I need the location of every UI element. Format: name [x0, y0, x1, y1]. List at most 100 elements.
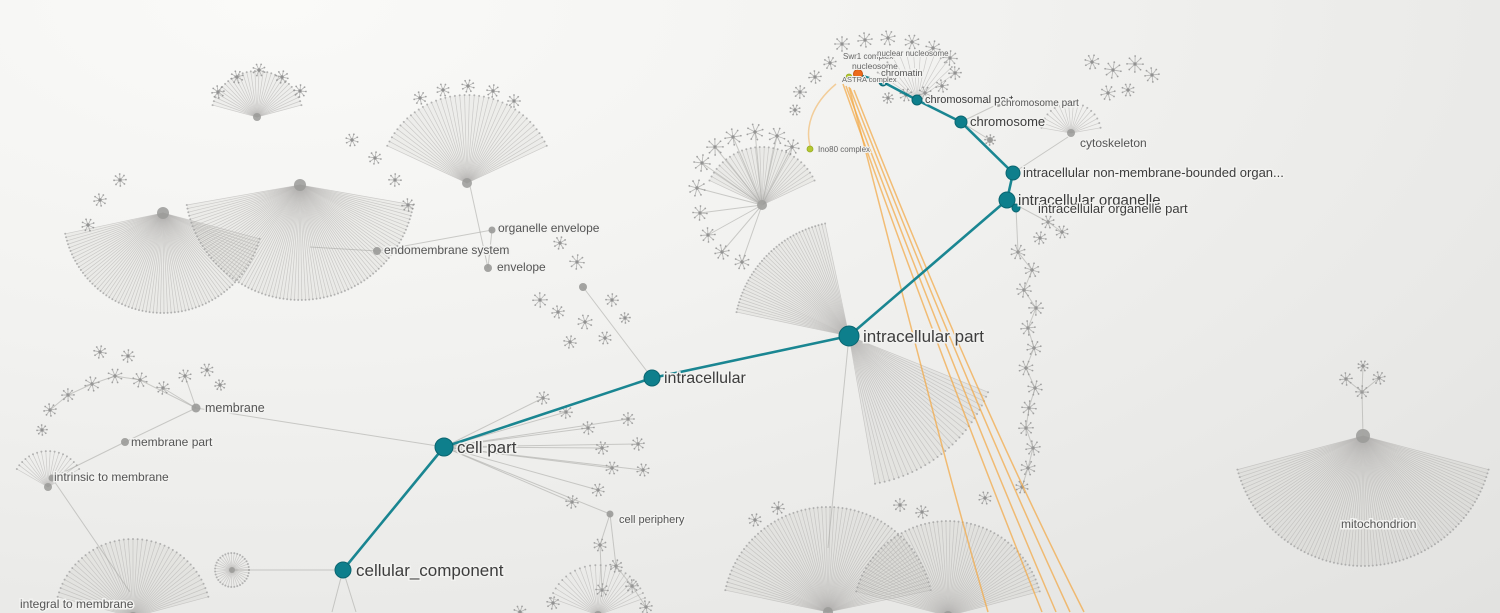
fan-cluster — [550, 564, 646, 613]
go-node-minor[interactable] — [484, 264, 492, 272]
graph-edge — [699, 204, 763, 214]
star-burst — [1100, 85, 1116, 101]
graph-edge — [707, 204, 763, 236]
star-burst — [563, 335, 577, 349]
graph-edge — [162, 387, 197, 409]
fan-cluster — [211, 70, 303, 121]
fan-cluster — [855, 520, 1041, 613]
path-edge — [915, 98, 963, 124]
star-burst — [834, 36, 850, 52]
go-node-intracellular-nmb-organelle[interactable] — [1005, 165, 1021, 181]
star-burst — [904, 34, 920, 50]
go-node-minor[interactable] — [488, 226, 496, 234]
graph-edge — [184, 375, 197, 409]
graph-edge — [1025, 407, 1030, 429]
star-burst — [1104, 61, 1122, 79]
graph-edge — [1023, 289, 1037, 309]
graph-edge — [195, 407, 445, 448]
star-burst — [935, 79, 949, 93]
orange-edge — [853, 89, 1085, 613]
star-burst — [132, 372, 148, 388]
label-cell-part: cell part — [457, 438, 517, 457]
star-burst — [368, 151, 382, 165]
star-burst — [214, 379, 226, 391]
star-burst — [591, 483, 605, 497]
go-node-complex[interactable] — [845, 73, 853, 81]
graph-edge — [443, 418, 629, 448]
go-node-cell-part[interactable] — [434, 437, 454, 457]
star-burst — [1126, 55, 1144, 73]
fan-cluster — [185, 179, 415, 301]
star-burst — [880, 30, 896, 46]
fan-cluster — [735, 222, 850, 337]
go-node-chromosome[interactable] — [954, 115, 968, 129]
term-label: integral to membrane — [20, 597, 134, 611]
graph-edge — [599, 544, 603, 591]
label-cellular-component: cellular_component — [356, 561, 504, 580]
star-burst — [546, 596, 560, 610]
graph-edge — [469, 185, 489, 269]
star-burst — [200, 363, 214, 377]
star-burst — [882, 92, 894, 104]
graph-edge — [443, 446, 573, 503]
path-edge — [959, 120, 1015, 175]
star-burst — [507, 94, 521, 108]
go-node-minor[interactable] — [191, 403, 201, 413]
graph-edge — [1028, 387, 1036, 409]
go-node-minor[interactable] — [987, 137, 993, 143]
go-node-intracellular-organelle-part[interactable] — [1011, 203, 1021, 213]
graph-edge — [827, 335, 850, 549]
graph-edge — [1025, 427, 1034, 449]
graph-edge — [124, 407, 197, 443]
star-burst — [230, 70, 244, 84]
star-burst — [693, 154, 711, 172]
fan-cluster — [1236, 429, 1490, 567]
go-node-minor[interactable] — [121, 438, 129, 446]
star-burst — [857, 32, 873, 48]
go-node-chromatin-junction[interactable] — [878, 77, 888, 87]
star-burst — [93, 193, 107, 207]
graph-edge — [443, 397, 544, 448]
star-burst — [1121, 83, 1135, 97]
go-node-intracellular-part[interactable] — [838, 325, 860, 347]
term-label: ASTRA complex — [842, 75, 897, 84]
graph-edge — [631, 585, 647, 608]
term-label: intrinsic to membrane — [54, 470, 169, 484]
path-edge — [847, 198, 1009, 338]
orange-edge — [848, 86, 989, 613]
graph-edge — [114, 375, 141, 381]
graph-edge — [1021, 467, 1029, 488]
star-bursts — [36, 30, 1386, 613]
term-label: organelle envelope — [498, 221, 600, 235]
go-node-minor[interactable] — [48, 474, 56, 482]
go-node-intracellular-organelle[interactable] — [998, 191, 1016, 209]
term-label: Swr1 complex — [843, 52, 893, 61]
graph-edge — [443, 446, 611, 515]
go-node-minor[interactable] — [373, 247, 381, 255]
graph-edge — [1027, 307, 1037, 329]
orange-edge-bundle — [807, 83, 1085, 613]
star-burst — [593, 538, 607, 552]
star-burst — [345, 133, 359, 147]
star-burst — [1144, 67, 1160, 83]
go-node-complex[interactable] — [806, 145, 814, 153]
go-node-cellular-component[interactable] — [334, 561, 352, 579]
go-node-chromosomal-part[interactable] — [911, 94, 923, 106]
star-burst — [598, 331, 612, 345]
graph-edge — [701, 162, 763, 206]
graph-edge — [1361, 391, 1364, 437]
go-node-minor[interactable] — [606, 510, 614, 518]
go-node-minor[interactable] — [579, 283, 587, 291]
graph-edge — [51, 441, 126, 479]
go-node-intracellular[interactable] — [643, 369, 661, 387]
graph-edge — [696, 187, 763, 206]
label-chromosome: chromosome — [970, 114, 1045, 129]
path-edge — [650, 334, 851, 380]
star-burst — [915, 505, 929, 519]
go-node-minor[interactable] — [995, 101, 1001, 107]
fan-cluster — [848, 335, 990, 485]
go-node-highlighted[interactable] — [853, 69, 863, 79]
